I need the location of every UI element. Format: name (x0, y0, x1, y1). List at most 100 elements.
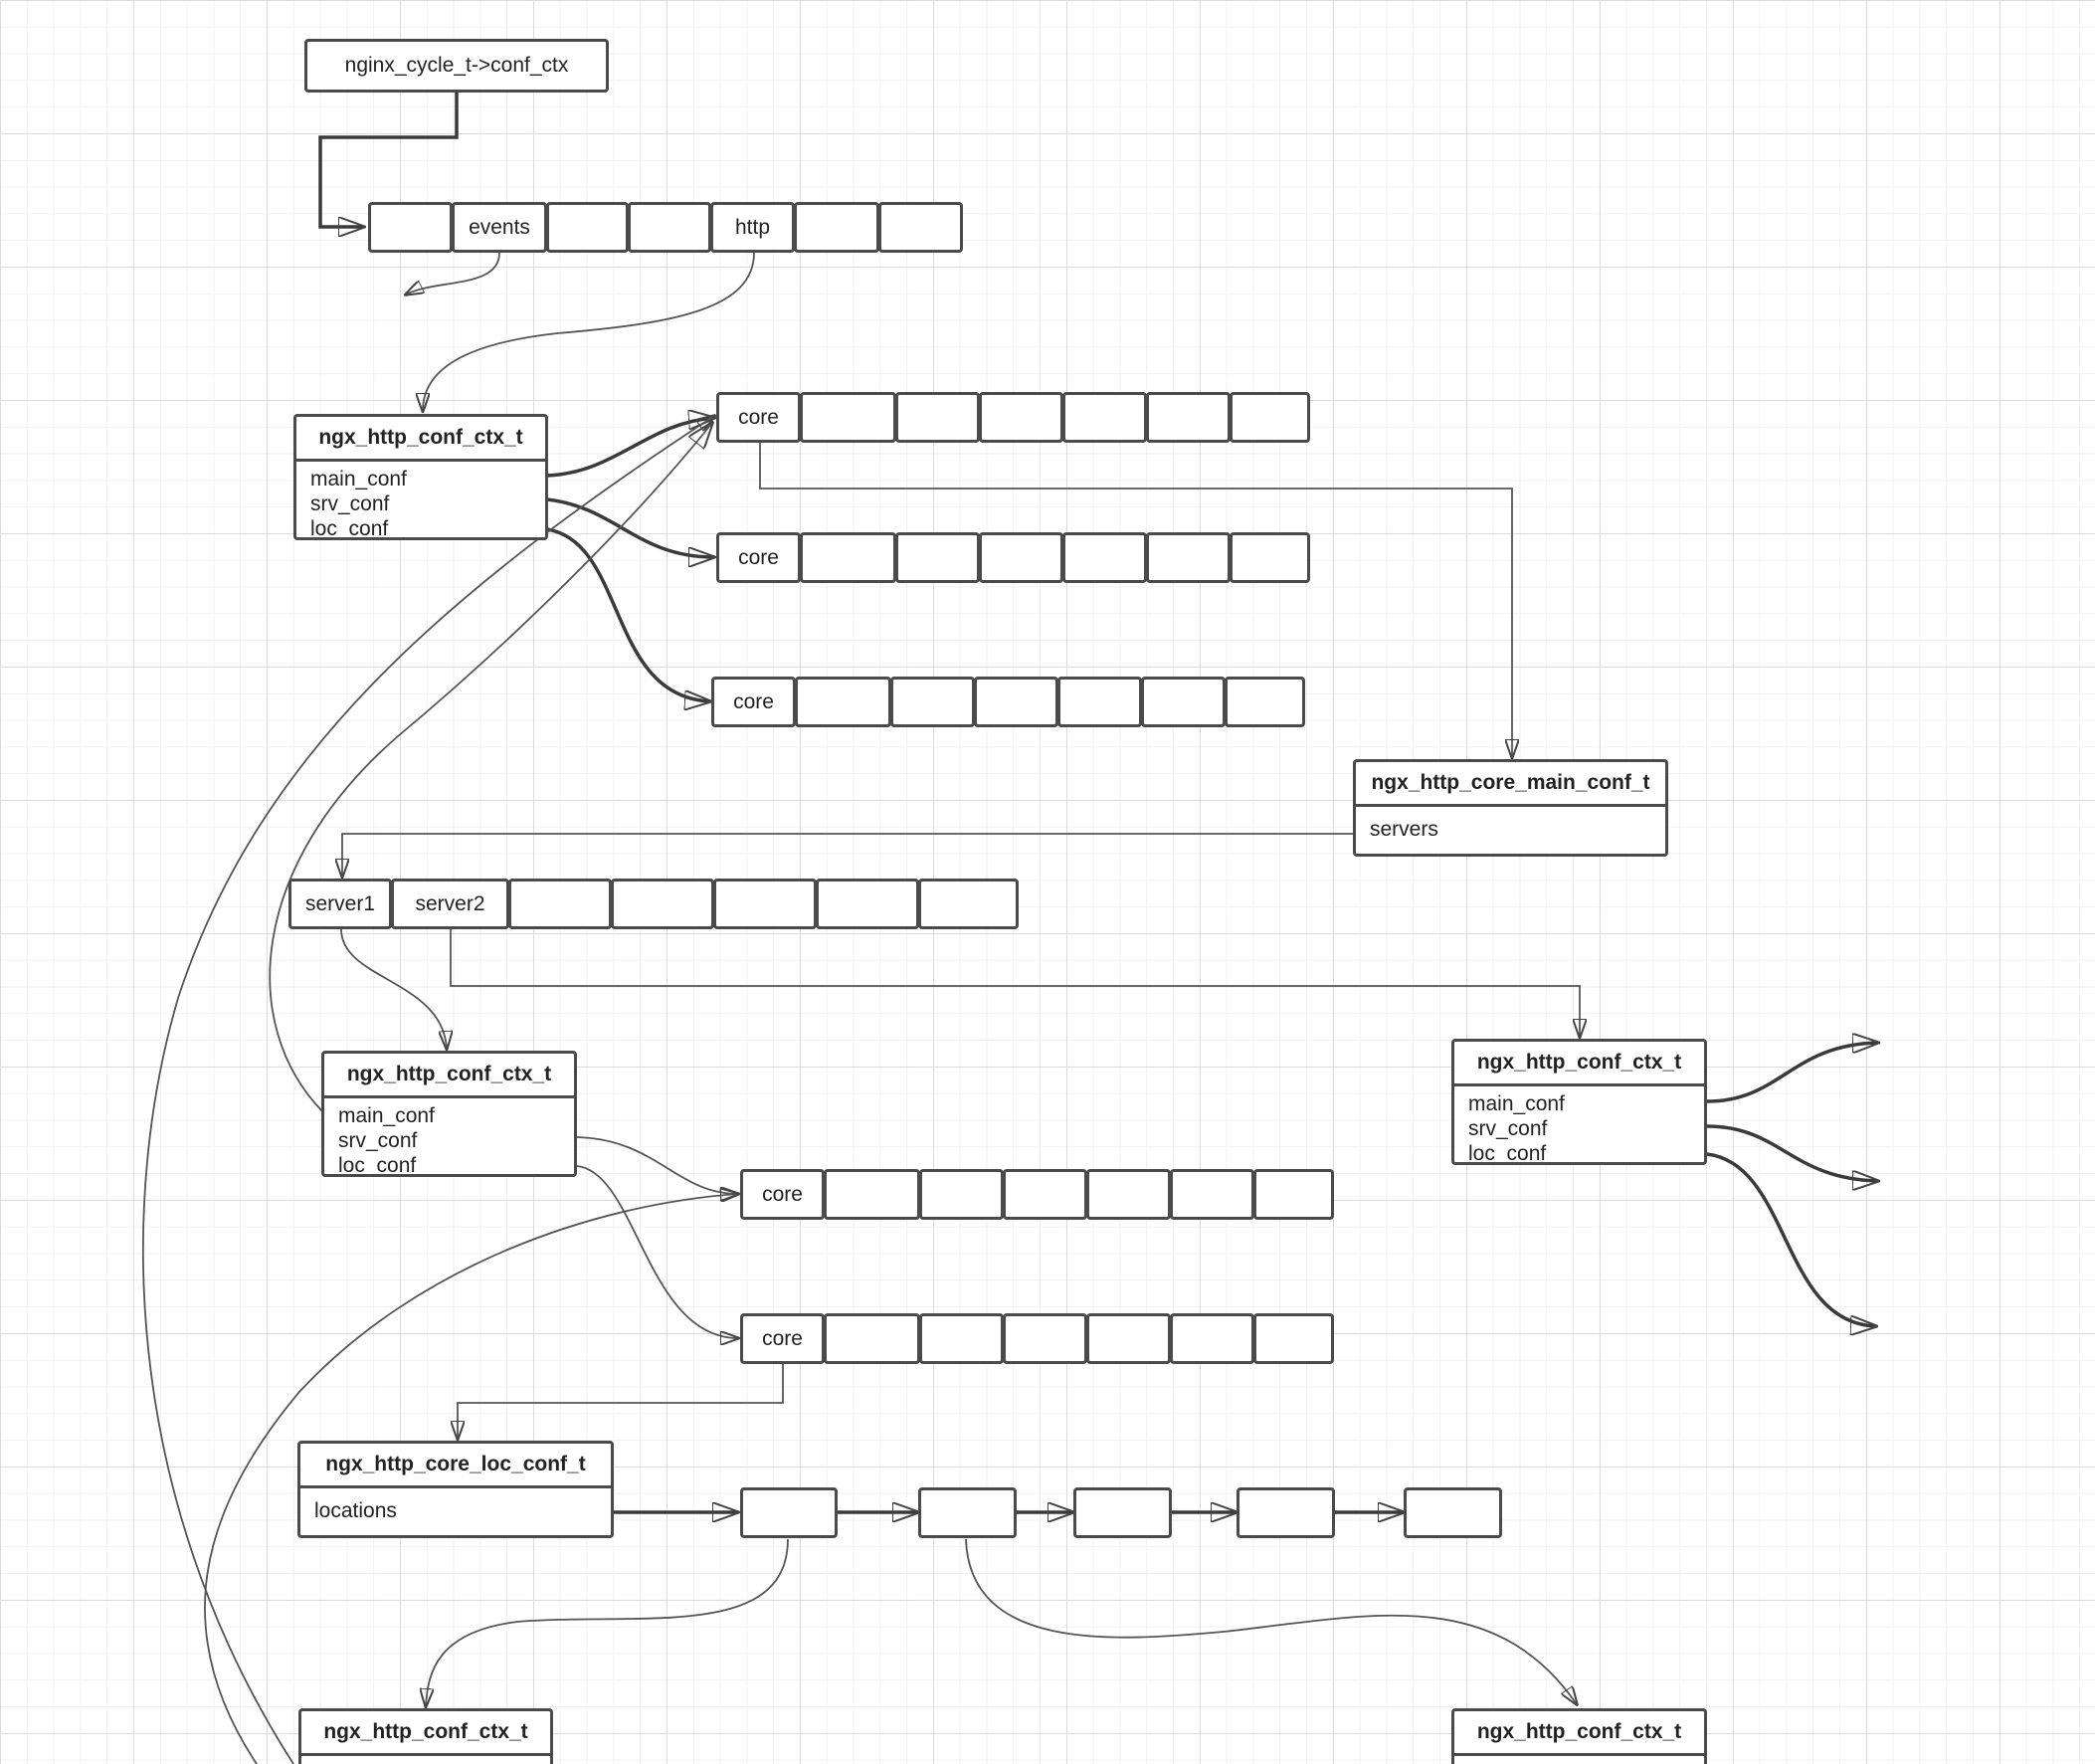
conf-cell (979, 392, 1063, 443)
main-conf-arrow (546, 418, 714, 478)
conf-cell (795, 677, 891, 727)
server-cell (508, 879, 612, 929)
location-node (740, 1487, 838, 1538)
field-locations: locations (314, 1499, 397, 1522)
field-loc-conf: loc_conf (338, 1154, 417, 1177)
http-srv-conf-array: core (716, 532, 1310, 583)
conf-cell (800, 392, 896, 443)
server-srv-conf-array: core (740, 1169, 1334, 1220)
conf-cell (895, 532, 980, 583)
http-loc-conf-array: core (711, 677, 1305, 727)
field-main-conf: main_conf (338, 1104, 435, 1127)
http-to-ctx-arrow (423, 252, 755, 411)
struct-fields: main_conf srv_conf loc_conf (1454, 1086, 1704, 1165)
conf-cell-core: core (740, 1169, 825, 1220)
struct-title: ngx_http_conf_ctx_t (296, 417, 545, 462)
module-cell (546, 202, 629, 253)
location2-to-ctx-arrow (965, 1538, 1577, 1704)
servers-array: server1 server2 (288, 879, 1019, 929)
location1-to-ctx-arrow (426, 1538, 789, 1706)
conf-cell (1253, 1169, 1334, 1220)
struct-title: ngx_http_conf_ctx_t (324, 1054, 574, 1098)
http-conf-ctx-struct: ngx_http_conf_ctx_t main_conf srv_conf l… (293, 414, 548, 540)
conf-cell-core: core (740, 1313, 825, 1364)
struct-fields: locations (300, 1488, 611, 1523)
conf-cell (1225, 677, 1305, 727)
server2-to-ctx-arrow (450, 929, 1580, 1037)
server-cell-server2: server2 (391, 879, 509, 929)
struct-fields: main_conf srv_conf loc_conf (324, 1098, 574, 1177)
server2-srv-conf-arrow (1706, 1124, 1878, 1181)
conf-cell (1230, 392, 1310, 443)
struct-fields: servers (1356, 807, 1665, 842)
conf-cell (895, 392, 980, 443)
location-node (918, 1487, 1017, 1538)
server2-main-conf-arrow (1706, 1043, 1878, 1103)
conf-cell (1253, 1313, 1334, 1364)
field-srv-conf: srv_conf (1468, 1117, 1548, 1140)
location-node (1237, 1487, 1335, 1538)
cycle-module-array: events http (368, 202, 963, 253)
server1-conf-ctx-struct: ngx_http_conf_ctx_t main_conf srv_conf l… (321, 1051, 577, 1177)
events-arrow (406, 252, 500, 294)
server1-to-ctx-arrow (340, 928, 447, 1049)
srv-conf-arrow (546, 497, 714, 557)
struct-title: ngx_http_conf_ctx_t (301, 1711, 550, 1756)
conf-cell (1146, 532, 1231, 583)
module-cell-events: events (452, 202, 547, 253)
conf-cell-core: core (711, 677, 796, 727)
server-cell (918, 879, 1019, 929)
cycle-conf-ctx-box: nginx_cycle_t->conf_ctx (304, 39, 609, 93)
server2-conf-ctx-struct: ngx_http_conf_ctx_t main_conf srv_conf l… (1451, 1039, 1707, 1165)
conf-cell (919, 1169, 1004, 1220)
conf-cell (1003, 1313, 1087, 1364)
server2-loc-conf-arrow (1706, 1152, 1876, 1326)
conf-cell (824, 1313, 920, 1364)
server-cell (713, 879, 817, 929)
conf-cell (1146, 392, 1231, 443)
struct-title: ngx_http_conf_ctx_t (1454, 1042, 1704, 1086)
conf-cell (1057, 677, 1142, 727)
field-srv-conf: srv_conf (310, 492, 390, 515)
conf-cell (824, 1169, 920, 1220)
struct-title: ngx_http_core_main_conf_t (1356, 762, 1665, 807)
server-loc-conf-array: core (740, 1313, 1334, 1364)
conf-cell (979, 532, 1063, 583)
conf-cell-core: core (716, 532, 801, 583)
conf-cell (890, 677, 975, 727)
conf-cell (1170, 1313, 1254, 1364)
server-loc-conf-arrow (576, 1165, 738, 1338)
location1-conf-ctx-struct: ngx_http_conf_ctx_t (298, 1708, 553, 1764)
conf-cell (1062, 532, 1147, 583)
core-loc-conf-struct: ngx_http_core_loc_conf_t locations (297, 1441, 614, 1538)
struct-title: ngx_http_conf_ctx_t (1454, 1711, 1704, 1756)
conf-cell (1230, 532, 1310, 583)
http-main-conf-array: core (716, 392, 1310, 443)
module-cell (794, 202, 879, 253)
module-cell (878, 202, 963, 253)
struct-fields: main_conf srv_conf loc_conf (296, 462, 545, 540)
field-loc-conf: loc_conf (1468, 1142, 1547, 1165)
server-cell (611, 879, 714, 929)
conf-cell (1141, 677, 1226, 727)
struct-title: ngx_http_core_loc_conf_t (300, 1444, 611, 1488)
conf-cell (919, 1313, 1004, 1364)
field-main-conf: main_conf (1468, 1092, 1565, 1115)
conf-cell-core: core (716, 392, 801, 443)
field-servers: servers (1370, 818, 1438, 841)
field-srv-conf: srv_conf (338, 1129, 418, 1152)
loc-core-to-core-loc-conf-arrow (458, 1363, 784, 1439)
field-loc-conf: loc_conf (310, 517, 389, 540)
conf-cell (974, 677, 1058, 727)
location-node (1073, 1487, 1172, 1538)
server-cell (816, 879, 919, 929)
servers-to-array-arrow (342, 833, 1353, 877)
location2-conf-ctx-struct: ngx_http_conf_ctx_t (1451, 1708, 1707, 1764)
conf-cell (1086, 1169, 1171, 1220)
module-cell-http: http (710, 202, 795, 253)
conf-cell (1003, 1169, 1087, 1220)
server-cell-server1: server1 (288, 879, 392, 929)
conf-cell (1170, 1169, 1254, 1220)
conf-cell (1086, 1313, 1171, 1364)
